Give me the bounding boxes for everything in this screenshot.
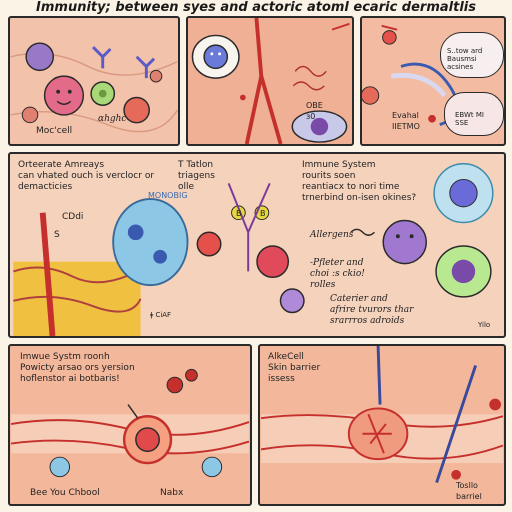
panel-barrier-left-art [10,368,250,478]
speech-bubble-top: S..tow ard Bausmsi acsines [440,32,504,78]
panel-immune-system: Orteerate Amreays can vhated ouch is ver… [8,152,506,338]
bubble-right-text: EBWt MI SSE [455,111,484,127]
label-yilo: Yilo [478,321,491,329]
label-b1: B [236,209,242,218]
label-bee: Bee You Chbool [30,488,100,498]
red-cell [123,96,150,124]
label-cdi: CDdi [62,212,84,222]
text-right: Immune System rourits soen reantiacx to … [302,160,417,203]
panel-response-art [362,24,459,126]
antibody-icon [135,55,156,79]
panel-immune-art [13,163,494,336]
red-cell [196,231,222,257]
panel-vessels: OBE ɜ0 [186,16,354,146]
label-obe: OBE ɜ0 [306,101,323,121]
text-immune-system: Imwue Systm roonh Powicty arsao ors yers… [20,352,135,384]
panel-vessels-art [191,18,350,144]
blood-vessel [244,18,283,144]
bubble-top-text: S..tow ard Bausmsi acsines [447,47,483,71]
label-mast-cell: Moc'cell [36,126,73,136]
label-pfleter: -Pfleter and choi :s ckio! rolles [310,258,365,290]
mast-cell [43,75,85,116]
panel-barrier-left: Imwue Systm roonh Powicty arsao ors yers… [8,344,252,506]
page-title: Immunity; between syes and actoric atoml… [36,0,476,15]
label-caterier: Caterier and afrire tvurors thar srarrro… [330,294,414,326]
hair-strand [376,346,382,405]
panel-mast-cell-art [10,42,178,133]
panel-barrier-right: AlkeCell Skin barrier issess Tosllo barr… [258,344,506,506]
label-s: S [54,230,60,240]
panel-response: S..tow ard Bausmsi acsines Evahal IIETMO… [360,16,506,146]
monocyte-cell [112,198,189,287]
label-nabx: Nabx [160,488,184,498]
label-monobig: MONOBIG [148,191,188,200]
text-alkecell: AlkeCell Skin barrier issess [268,352,321,384]
label-evahal: Evahal IIETMO [392,111,420,131]
label-b2: B [260,209,266,218]
text-left: Orteerate Amreays can vhated ouch is ver… [18,160,155,192]
panel-barrier-right-art [260,346,504,484]
antibody-icon [92,46,112,69]
purple-cell [25,42,55,72]
speech-bubble-right: EBWt MI SSE [444,92,504,136]
blood-vessel [39,212,56,336]
fat-layer [13,261,141,336]
label-bhc: ɑhghc [98,114,127,124]
mast-cell [256,245,290,279]
label-allergens: Allergens [310,230,354,240]
purple-cell [382,219,428,265]
label-toslio: Tosllo barriel [456,481,482,501]
panel-mast-cell: Moc'cell ɑhghc [8,16,180,146]
label-ciaf: ǂ CiAF [150,311,172,319]
text-mid: T Tatlon triagens olle [178,160,215,192]
